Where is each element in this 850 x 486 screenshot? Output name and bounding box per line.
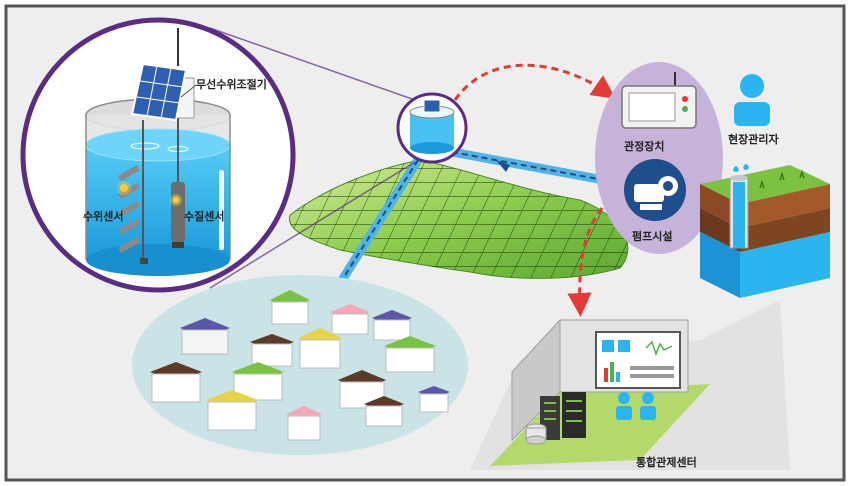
house-icon (418, 386, 450, 413)
house-icon (364, 396, 404, 427)
house-icon (338, 370, 386, 409)
pump-facility-label: 펌프시설 (632, 229, 672, 243)
tank-detail-circle (20, 17, 296, 293)
house-icon (372, 310, 412, 341)
flow-arrow-icon (496, 160, 510, 172)
level-sensor-icon (117, 120, 148, 264)
signal-arrow-to-control-device (453, 63, 616, 101)
control-device-label: 관정장치 (624, 139, 664, 153)
operators-icon (616, 392, 656, 420)
server-rack-icon (525, 392, 586, 445)
house-icon (298, 328, 342, 369)
house-icon (150, 362, 202, 403)
solar-panel-icon (130, 62, 188, 122)
signal-arrow-to-control-center (567, 207, 604, 317)
house-icon (286, 406, 322, 441)
house-icon (250, 334, 294, 367)
mini-solar-panel-icon (423, 99, 441, 113)
level-sensor-label: 수위센서 (83, 209, 123, 223)
village (132, 275, 468, 455)
monitoring-screen-icon (595, 331, 681, 389)
field-manager-icon (734, 74, 770, 126)
control-station-group (595, 62, 723, 254)
pump-icon (624, 159, 686, 221)
house-icon (384, 336, 436, 373)
control-center-label: 통합관제센터 (636, 455, 697, 469)
zoom-line-bottom (209, 161, 416, 289)
quality-sensor-label: 수질센서 (184, 209, 224, 223)
house-icon (270, 290, 310, 325)
small-water-tank (396, 92, 468, 164)
control-device-icon (621, 72, 697, 129)
wireless-controller-label: 무선수위조절기 (196, 77, 267, 91)
quality-sensor-icon (170, 118, 185, 248)
house-icon (330, 304, 370, 335)
zoom-line-top (209, 27, 416, 101)
house-icon (180, 318, 230, 355)
field-manager-label: 현장관리자 (728, 132, 779, 146)
house-icon (206, 390, 258, 431)
control-center-room (490, 318, 710, 466)
groundwater-well (700, 164, 830, 298)
